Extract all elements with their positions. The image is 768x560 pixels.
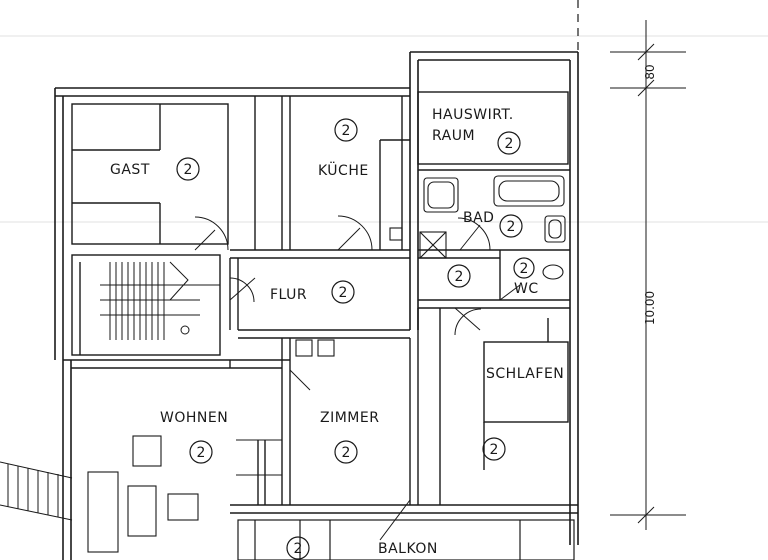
floor-marker: 2 xyxy=(184,162,193,178)
room-label-zimmer: ZIMMER xyxy=(320,410,379,426)
floor-marker: 2 xyxy=(490,442,499,458)
room-label-wohnen: WOHNEN xyxy=(160,410,228,426)
room-flur: FLUR 2 xyxy=(270,280,355,304)
room-label-hauswirt-line1: HAUSWIRT. xyxy=(432,107,514,123)
room-balkon: 2 BALKON xyxy=(286,536,438,560)
dimension-top: 80 xyxy=(643,64,657,79)
room-label-balkon: BALKON xyxy=(378,541,438,557)
floor-marker: 2 xyxy=(294,541,303,557)
exterior-stair xyxy=(0,461,73,521)
dimension-height: 10.00 xyxy=(643,291,657,325)
fixtures xyxy=(87,175,566,553)
room-label-bad: BAD xyxy=(463,210,494,226)
floor-marker: 2 xyxy=(197,445,206,461)
room-zimmer: ZIMMER 2 xyxy=(320,410,379,464)
room-wohnen: WOHNEN 2 xyxy=(160,410,228,464)
room-gast: GAST 2 xyxy=(110,157,200,181)
room-label-kueche: KÜCHE xyxy=(318,161,369,179)
door-swings xyxy=(194,215,521,541)
room-label-wc: WC xyxy=(514,281,539,297)
room-label-hauswirt-line2: RAUM xyxy=(432,128,475,144)
balcony-structure xyxy=(237,519,575,560)
room-label-gast: GAST xyxy=(110,162,150,178)
floor-marker: 2 xyxy=(455,269,464,285)
floor-marker: 2 xyxy=(507,219,516,235)
dimension-lines xyxy=(610,20,686,530)
room-schlafen: SCHLAFEN 2 xyxy=(482,366,564,461)
room-kueche: 2 KÜCHE xyxy=(318,118,369,179)
staircase xyxy=(100,261,220,340)
floor-marker: 2 xyxy=(339,285,348,301)
floor-marker: 2 xyxy=(505,136,514,152)
scan-artifacts xyxy=(0,35,768,223)
room-wc: 2 WC xyxy=(513,257,539,297)
room-hauswirt: HAUSWIRT. RAUM 2 xyxy=(432,107,521,155)
inner-walls xyxy=(63,91,578,514)
room-corridor-small: 2 xyxy=(447,264,471,288)
room-label-flur: FLUR xyxy=(270,287,307,303)
outer-walls xyxy=(54,0,579,560)
room-label-schlafen: SCHLAFEN xyxy=(486,366,564,382)
floor-marker: 2 xyxy=(342,445,351,461)
floor-marker: 2 xyxy=(342,123,351,139)
floor-marker: 2 xyxy=(520,261,529,277)
room-bad: BAD 2 xyxy=(463,210,523,238)
